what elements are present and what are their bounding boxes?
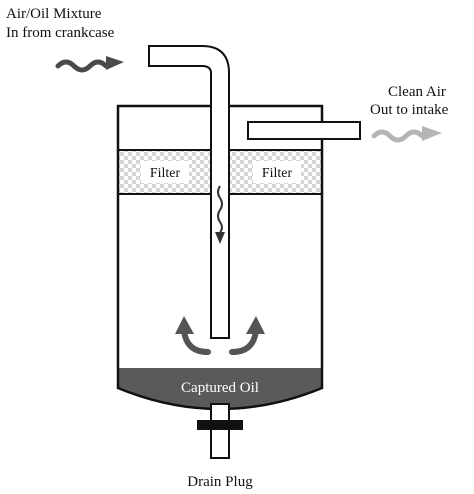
flow-arrow-right	[229, 316, 265, 355]
outlet-flow-arrow	[371, 126, 442, 143]
filter-left-label-bg	[141, 161, 189, 183]
filter-right-label-bg	[253, 161, 301, 183]
drain-plug-label: Drain Plug	[187, 474, 253, 490]
filter-left-label: Filter	[150, 166, 181, 181]
internal-flow-arrow	[215, 185, 225, 244]
drain-plug	[197, 403, 243, 459]
inlet-pipe	[148, 45, 230, 339]
inlet-label-line1: Air/Oil Mixture	[6, 6, 102, 22]
filter-right-label: Filter	[262, 166, 293, 181]
outlet-label-line1: Clean Air	[388, 84, 446, 100]
inlet-label-line2: In from crankcase	[6, 25, 115, 41]
captured-oil-label: Captured Oil	[181, 380, 259, 396]
outlet-label-line2: Out to intake	[370, 102, 449, 118]
outlet-pipe	[247, 121, 361, 140]
captured-oil	[118, 368, 322, 409]
inlet-flow-arrow	[55, 56, 124, 73]
flow-arrow-left	[175, 316, 211, 355]
